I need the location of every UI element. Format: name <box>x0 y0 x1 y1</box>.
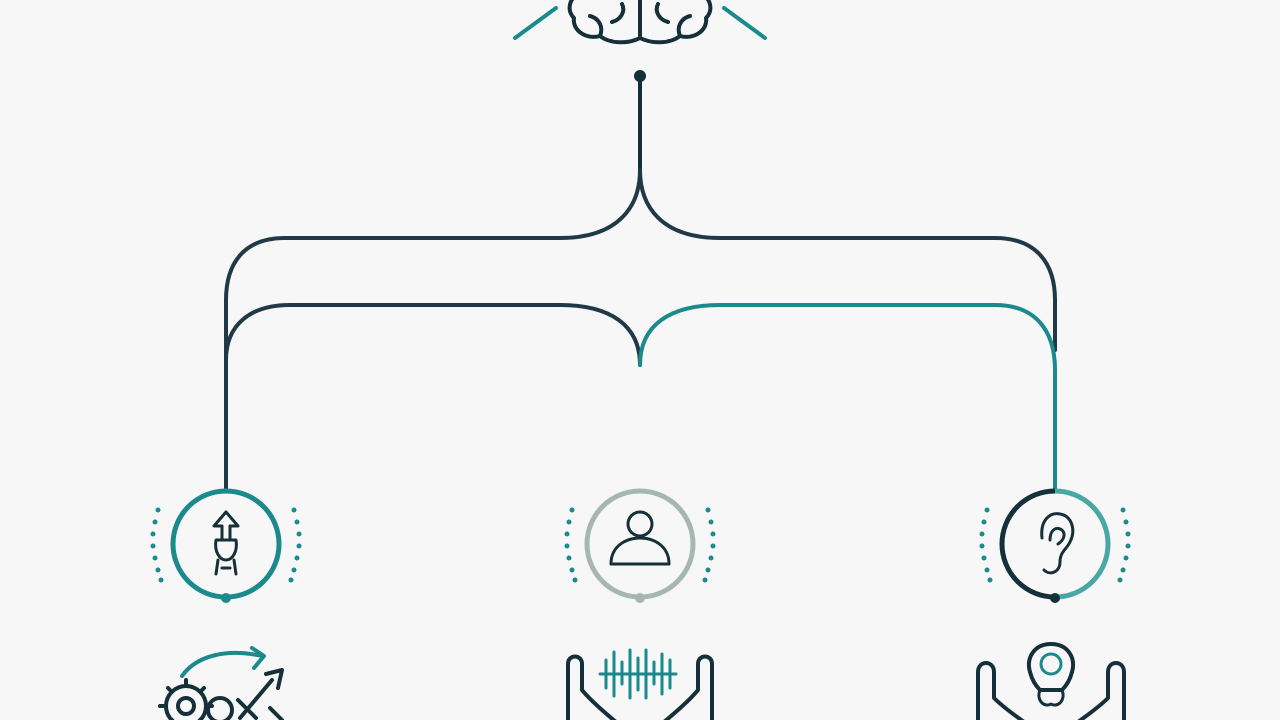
brain-rays <box>513 6 767 40</box>
brain-icon <box>567 0 713 45</box>
node-right[interactable] <box>979 488 1131 603</box>
connector-inner-left <box>224 303 642 367</box>
ear-icon <box>1040 512 1075 575</box>
node-left-ring <box>170 488 282 600</box>
node-center-ring <box>584 488 696 600</box>
node-right-ring-left <box>999 488 1056 600</box>
node-right-ring-right <box>1054 488 1111 600</box>
node-center-dot <box>635 593 645 603</box>
node-left-ticks <box>150 507 302 583</box>
body-arrow-icon <box>212 510 240 576</box>
node-left[interactable] <box>150 488 302 603</box>
node-left-dot <box>221 593 231 603</box>
brain-ray-right <box>722 6 767 40</box>
gears-arrow-tools-icon <box>158 646 284 720</box>
node-center-ticks <box>564 507 716 583</box>
node-right-dot <box>1050 593 1060 603</box>
person-icon <box>609 510 671 566</box>
connector-inner-right <box>638 303 1057 492</box>
hands-head-icon <box>976 642 1126 720</box>
hands-soundwave-icon <box>566 648 714 720</box>
root-stem <box>634 70 646 170</box>
node-center[interactable] <box>564 488 716 603</box>
connector-outer <box>224 168 642 492</box>
brain-ray-left <box>513 6 558 40</box>
node-right-ticks <box>979 507 1131 583</box>
connector-outer-right <box>638 168 1057 352</box>
